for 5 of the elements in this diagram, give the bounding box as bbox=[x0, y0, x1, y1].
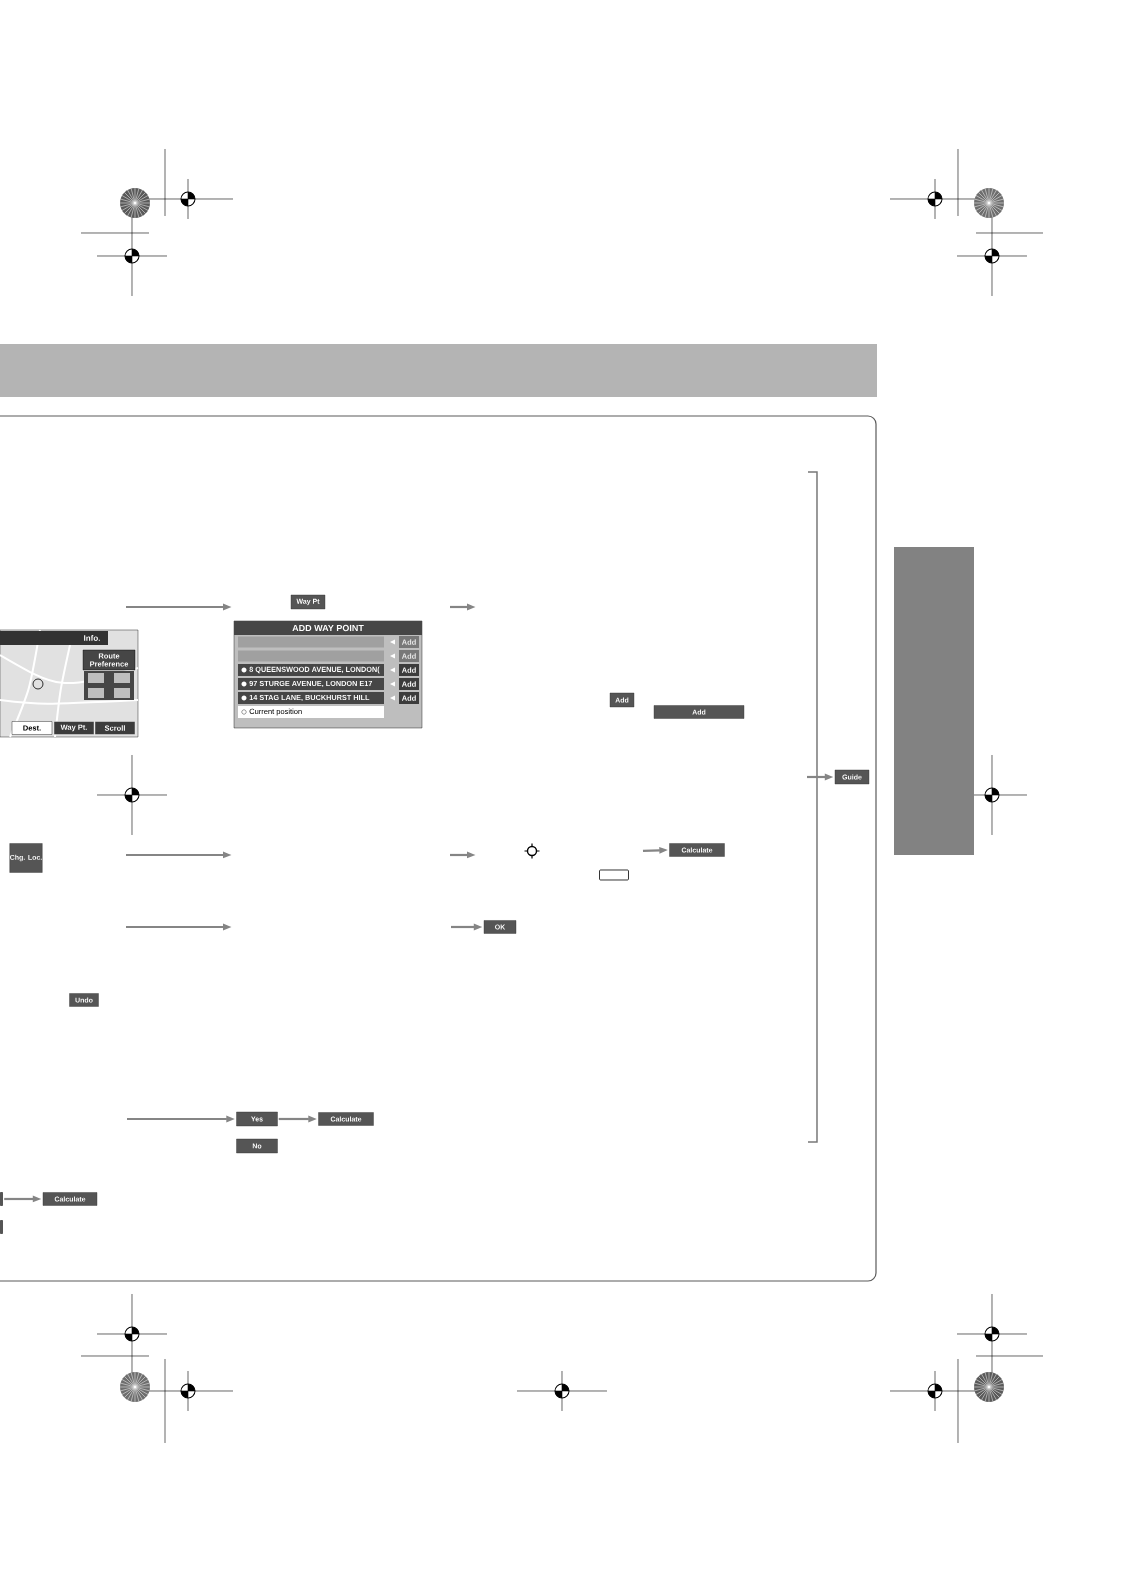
blank-button bbox=[599, 869, 629, 881]
button bbox=[0, 1220, 3, 1234]
button bbox=[0, 1192, 3, 1206]
side-tab bbox=[894, 547, 974, 855]
menu-item: Info. bbox=[84, 635, 100, 641]
